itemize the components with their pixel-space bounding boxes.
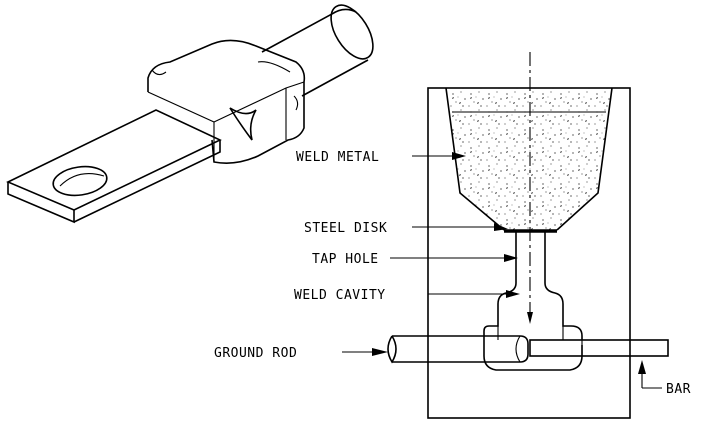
label-ground-rod: GROUND ROD (214, 346, 297, 361)
lug-barrel (147, 39, 306, 164)
mold-section (387, 52, 669, 419)
label-steel-disk: STEEL DISK (304, 221, 387, 236)
label-tap-hole: TAP HOLE (312, 252, 379, 267)
centerline-arrowhead (527, 312, 533, 324)
label-weld-metal: WELD METAL (296, 150, 379, 165)
lug-illustration (6, 4, 374, 224)
label-weld-cavity: WELD CAVITY (294, 288, 386, 303)
tap-hole-and-cavity (483, 232, 583, 371)
ground-rod (387, 335, 529, 364)
label-bar: BAR (666, 382, 691, 397)
leaders (342, 152, 662, 389)
bar-conductor (529, 339, 669, 357)
lug-cylinder (257, 4, 374, 97)
crucible (445, 87, 613, 231)
lug-hole (52, 165, 108, 197)
